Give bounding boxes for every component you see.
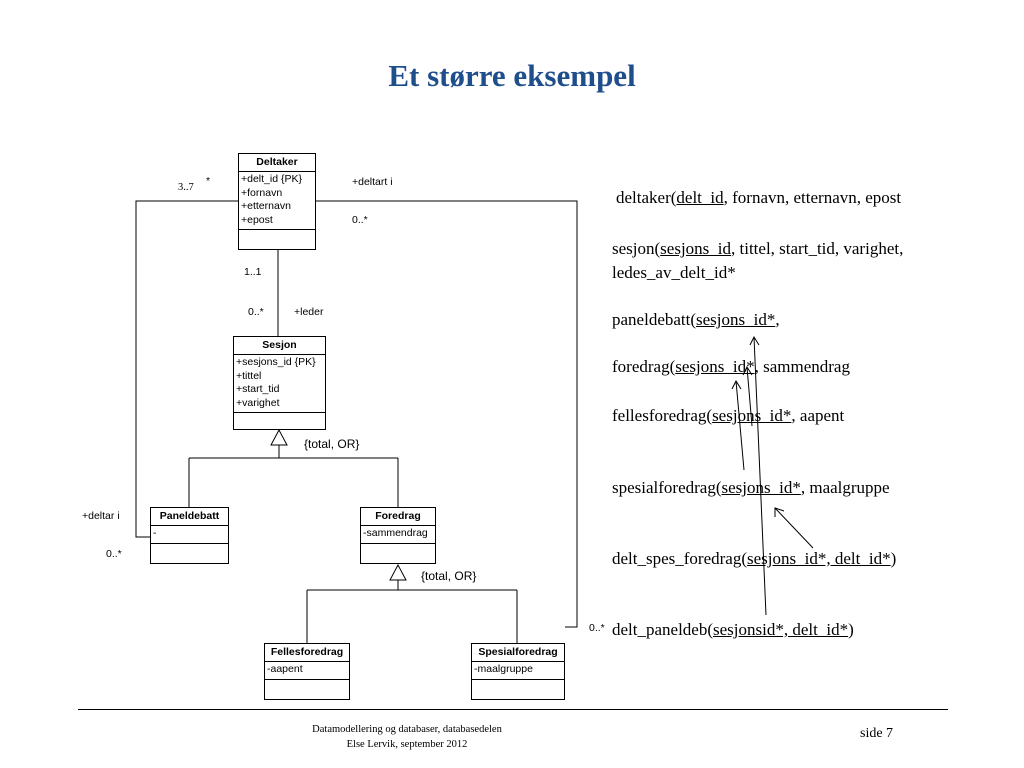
fk-arrow-delt-spes xyxy=(774,507,814,549)
class-fellesforedrag: Fellesforedrag -aapent xyxy=(264,643,350,700)
attr-epost: +epost xyxy=(241,213,273,226)
multiplicity-0-star-bottom-right: 0..* xyxy=(589,622,605,634)
footer-author: Else Lervik, september 2012 xyxy=(346,739,468,750)
class-spesialforedrag: Spesialforedrag -maalgruppe xyxy=(471,643,565,700)
class-sesjon-attributes: +sesjons_id {PK} +tittel +start_tid +var… xyxy=(234,355,325,413)
pk-sesjons-id: sesjons_id xyxy=(660,239,732,258)
relation-paneldebatt: paneldebatt(sesjons_id*, xyxy=(612,310,780,329)
attr-delt-id: +delt_id {PK} xyxy=(241,173,303,185)
constraint-total-or-2: {total, OR} xyxy=(421,569,477,583)
fk-arrow-spesialforedrag xyxy=(735,380,745,471)
class-paneldebatt-name: Paneldebatt xyxy=(151,508,228,526)
relation-fellesforedrag: fellesforedrag(sesjons_id*, aapent xyxy=(612,406,845,425)
class-paneldebatt: Paneldebatt - xyxy=(150,507,229,564)
fk-arrow-fellesforedrag xyxy=(746,366,753,427)
attr-fornavn: +fornavn xyxy=(241,186,283,199)
slide-title: Et større eksempel xyxy=(388,58,636,93)
class-foredrag-name: Foredrag xyxy=(361,508,435,526)
multiplicity-0-star-right: 0..* xyxy=(352,214,368,226)
class-fellesforedrag-attributes: -aapent xyxy=(265,662,349,680)
attr-sammendrag: -sammendrag xyxy=(363,527,428,539)
class-deltaker-attributes: +delt_id {PK} +fornavn +etternavn +epost xyxy=(239,172,315,230)
role-deltar-i: +deltar i xyxy=(82,510,120,522)
class-sesjon-name: Sesjon xyxy=(234,337,325,355)
multiplicity-0-star-leder: 0..* xyxy=(248,306,264,318)
relation-delt-spes-foredrag: delt_spes_foredrag(sesjons_id*, delt_id*… xyxy=(612,549,897,568)
constraint-total-or-1: {total, OR} xyxy=(304,437,360,451)
footer-course: Datamodellering og databaser, databasede… xyxy=(312,724,502,735)
class-spesialforedrag-name: Spesialforedrag xyxy=(472,644,564,662)
generalization-1-triangle xyxy=(270,428,288,446)
relation-delt-paneldeb: delt_paneldeb(sesjonsid*, delt_id*) xyxy=(612,620,854,639)
multiplicity-0-star-left: 0..* xyxy=(106,548,122,560)
generalization-2-triangle xyxy=(389,563,407,581)
association-deltart-i-line xyxy=(316,200,578,628)
relation-foredrag: foredrag(sesjons_id*, sammendrag xyxy=(612,357,850,376)
class-deltaker: Deltaker +delt_id {PK} +fornavn +etterna… xyxy=(238,153,316,250)
fk-arrow-delt-paneldeb xyxy=(753,336,767,616)
attr-paneldebatt-empty: - xyxy=(153,527,157,539)
role-deltart-i: +deltart i xyxy=(352,176,393,188)
multiplicity-1-1: 1..1 xyxy=(244,266,262,278)
class-foredrag: Foredrag -sammendrag xyxy=(360,507,436,564)
multiplicity-star-top: * xyxy=(206,175,211,187)
role-leder: +leder xyxy=(294,306,324,318)
attr-aapent: -aapent xyxy=(267,663,303,675)
attr-etternavn: +etternavn xyxy=(241,200,291,212)
relation-sesjon-fk: ledes_av_delt_id* xyxy=(612,263,736,282)
attr-maalgruppe: -maalgruppe xyxy=(474,663,533,675)
class-paneldebatt-attributes: - xyxy=(151,526,228,544)
class-spesialforedrag-attributes: -maalgruppe xyxy=(472,662,564,680)
pk-delt-id: delt_id xyxy=(676,188,724,207)
relation-sesjon: sesjon(sesjons_id, tittel, start_tid, va… xyxy=(612,239,904,282)
attr-tittel: +tittel xyxy=(236,369,262,382)
attr-sesjons-id: +sesjons_id {PK} xyxy=(236,356,316,368)
attr-varighet: +varighet xyxy=(236,396,280,409)
class-sesjon: Sesjon +sesjons_id {PK} +tittel +start_t… xyxy=(233,336,326,430)
footer-course-info: Datamodellering og databaser, databasede… xyxy=(232,722,582,752)
class-foredrag-attributes: -sammendrag xyxy=(361,526,435,544)
attr-start-tid: +start_tid xyxy=(236,383,280,395)
class-fellesforedrag-name: Fellesforedrag xyxy=(265,644,349,662)
relation-spesialforedrag: spesialforedrag(sesjons_id*, maalgruppe xyxy=(612,478,890,497)
footer-divider xyxy=(78,709,948,710)
relation-deltaker: deltaker(delt_id, fornavn, etternavn, ep… xyxy=(616,188,902,207)
multiplicity-3-7: 3..7 xyxy=(178,182,194,193)
association-deltar-i-line xyxy=(135,200,238,538)
page-number: side 7 xyxy=(860,726,894,741)
class-deltaker-name: Deltaker xyxy=(239,154,315,172)
